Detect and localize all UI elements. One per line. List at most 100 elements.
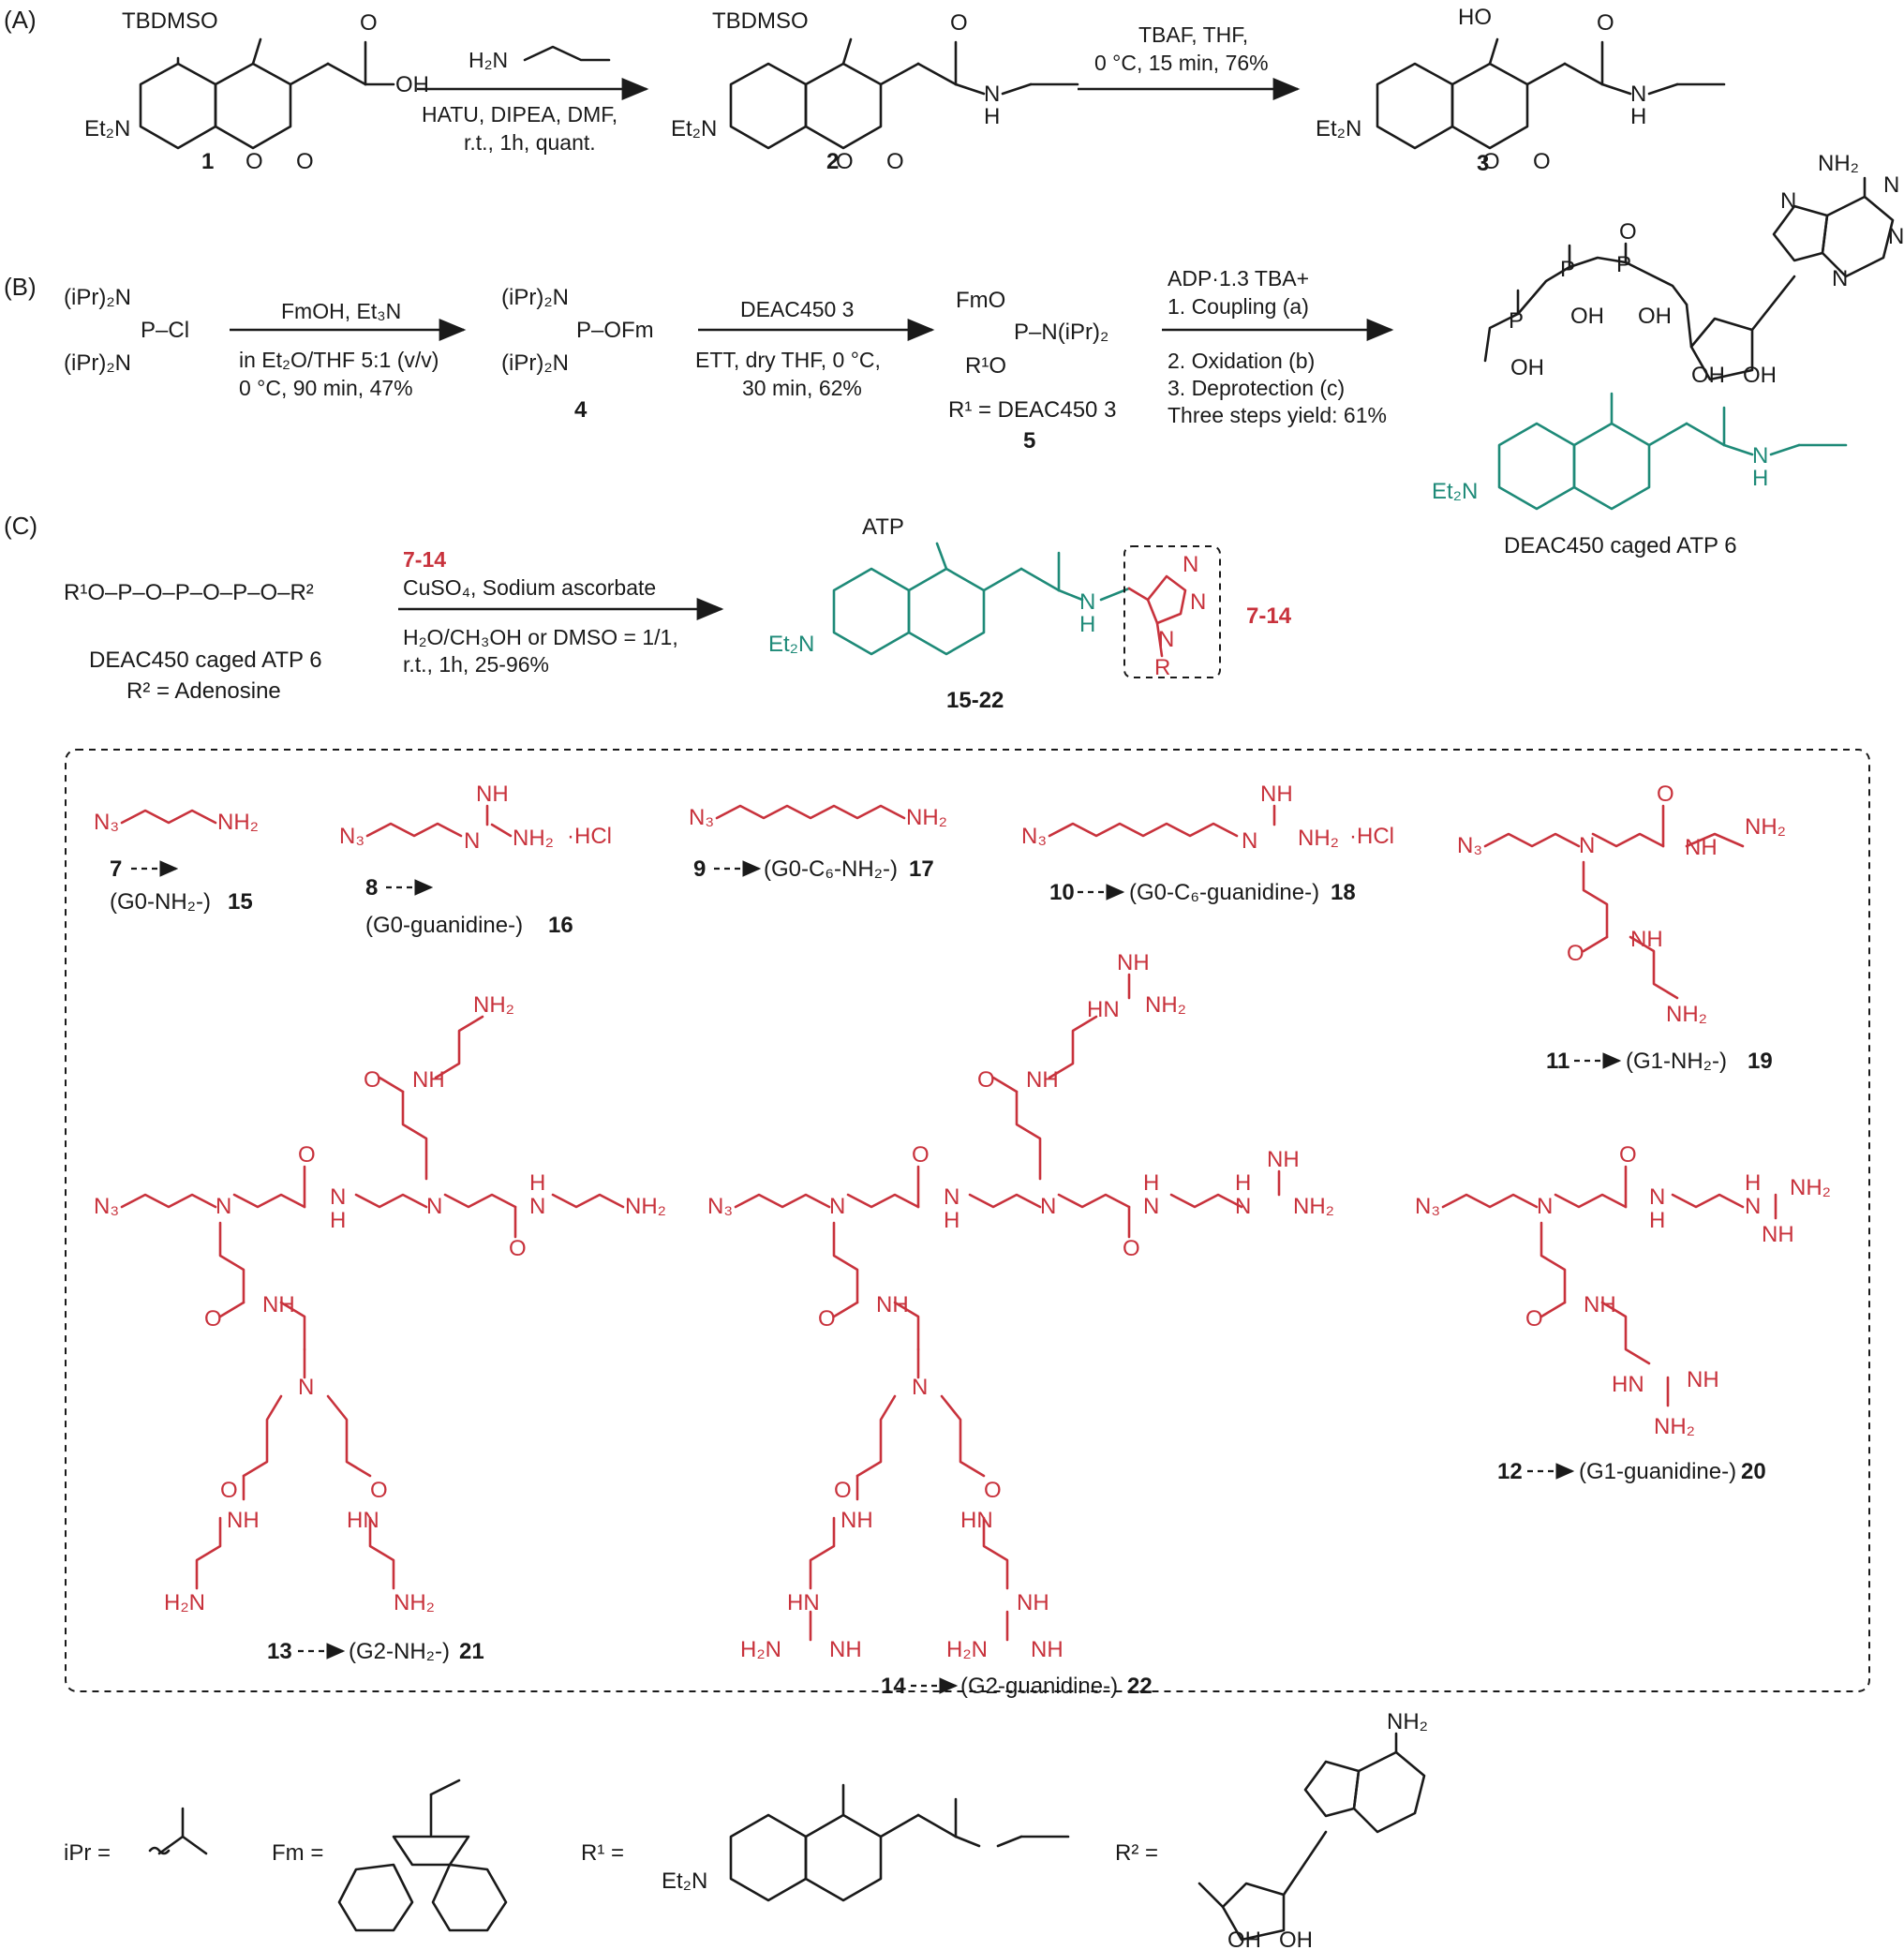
step-a1: H₂N HATU, DIPEA, DMF, r.t., 1h, quant.: [417, 45, 649, 155]
acid-o-label: O: [360, 10, 378, 36]
step-b3-l4: 3. Deprotection (c): [1168, 376, 1345, 400]
start-name: DEAC450 caged ATP 6: [89, 648, 322, 673]
atom-h2n: H₂N: [740, 1637, 781, 1662]
atom-nh: NH: [1267, 1147, 1300, 1172]
step-c: 7-14 CuSO₄, Sodium ascorbate H₂O/CH₃OH o…: [398, 547, 724, 677]
azide-box: [65, 749, 1870, 1692]
atom-n: N: [426, 1194, 442, 1219]
azide-9-label: (G0-C₆-NH₂-): [764, 856, 898, 882]
product-amide-h: H: [1079, 612, 1095, 637]
atom-nh: NH: [1685, 835, 1718, 860]
compound-1-id: 1: [201, 149, 214, 174]
step-a2-cond2: 0 °C, 15 min, 76%: [1094, 51, 1269, 75]
azide-8-id: 8: [365, 875, 378, 901]
atom-o: O: [984, 1478, 1002, 1503]
atom-nh2: NH₂: [1298, 826, 1339, 851]
azide-10: N₃ N NH NH₂ ·HCl 10 (G0-C₆-guanidine-) 1…: [1021, 781, 1394, 905]
caged-atp-start: R¹O–P–O–P–O–P–O–R² DEAC450 caged ATP 6 R…: [64, 580, 322, 704]
compound-3: HO O N H Et₂N O O 3: [1316, 5, 1726, 176]
legend-r2: R² =: [1115, 1840, 1158, 1866]
atom-n3: N₃: [1457, 833, 1482, 858]
atom-h: H: [1143, 1170, 1159, 1196]
atom-n: N: [298, 1375, 314, 1400]
atom-hcl: ·HCl: [567, 824, 612, 849]
atom-o: O: [912, 1142, 930, 1168]
compound-2: TBDMSO O N H Et₂N O O 2: [671, 8, 1079, 174]
ring-o-label: O: [1482, 149, 1500, 174]
atom-n: N: [1143, 1194, 1159, 1219]
ho-label: HO: [1458, 5, 1492, 30]
atom-nh: NH: [1762, 1222, 1794, 1247]
compound-4-id: 4: [574, 397, 588, 423]
azide-11-pid: 19: [1748, 1049, 1773, 1074]
azide-7-id: 7: [110, 856, 122, 882]
step-b1-cond2: 0 °C, 90 min, 47%: [239, 376, 413, 400]
azide-13-label: (G2-NH₂-): [349, 1639, 450, 1664]
step-a2: TBAF, THF, 0 °C, 15 min, 76%: [1078, 22, 1301, 100]
azide-10-label: (G0-C₆-guanidine-): [1129, 880, 1319, 905]
compound-6: NH₂ N N N N OH OH OH OH OH O P P P Et₂N …: [1432, 151, 1904, 558]
atom-n: N: [944, 1184, 959, 1210]
click-product: ATP Et₂N N H N N N R 7-14 15-22: [768, 514, 1292, 713]
step-a1-cond1: HATU, DIPEA, DMF,: [422, 102, 617, 127]
atom-nh2: NH₂: [1745, 814, 1786, 840]
legend-fm: Fm =: [272, 1840, 323, 1866]
atom-n: N: [216, 1194, 231, 1219]
c6-nh2: NH₂: [1818, 151, 1859, 176]
start-amine-1: (iPr)₂N: [64, 285, 131, 310]
azide-13: N₃ N O N H N O H N NH₂ O NH NH₂ O NH N O: [94, 992, 666, 1664]
azide-7-label: (G0-NH₂-): [110, 889, 211, 915]
product-amide-n: N: [1079, 589, 1095, 615]
azide-13-id: 13: [267, 1639, 292, 1664]
atom-n: N: [1235, 1194, 1251, 1219]
step-b3-l1: ADP·1.3 TBA+: [1168, 266, 1309, 290]
product-amine: Et₂N: [768, 632, 814, 657]
atom-o: O: [1525, 1306, 1543, 1332]
atom-nh2: NH₂: [394, 1590, 435, 1615]
azide-8: N₃ N NH NH₂ ·HCl 8 (G0-guanidine-) 16: [339, 781, 612, 938]
c6-oh4: OH: [1570, 304, 1604, 329]
atom-n3: N₃: [339, 824, 364, 849]
amide-h-label: H: [984, 104, 1000, 129]
ring-o-label: O: [245, 149, 263, 174]
atom-hn: HN: [787, 1590, 820, 1615]
azide-8-label: (G0-guanidine-): [365, 913, 523, 938]
triazole-n3: N: [1158, 627, 1174, 652]
azide-9-pid: 17: [909, 856, 934, 882]
step-c-reagent: 7-14: [403, 547, 446, 572]
atom-o: O: [1123, 1236, 1140, 1261]
atom-n: N: [1649, 1184, 1665, 1210]
atom-nh: NH: [476, 781, 509, 807]
compound-5: FmO P–N(iPr)₂ R¹O R¹ = DEAC450 3 5: [948, 288, 1116, 454]
atom-nh: NH: [1630, 927, 1663, 952]
atom-n3: N₃: [707, 1194, 733, 1219]
atom-nh2: NH₂: [1145, 992, 1186, 1018]
azide-8-pid: 16: [548, 913, 573, 938]
atom-n: N: [529, 1194, 545, 1219]
step-a2-cond1: TBAF, THF,: [1138, 22, 1248, 47]
atom-n: N: [912, 1375, 928, 1400]
atom-h: H: [1745, 1170, 1761, 1196]
tbdmso-label: TBDMSO: [712, 8, 809, 34]
c6-n1: N: [1883, 172, 1899, 198]
c6-p1: P: [1616, 252, 1631, 277]
c6-oh2: OH: [1743, 363, 1777, 388]
step-b1: FmOH, Et₃N in Et₂O/THF 5:1 (v/v) 0 °C, 9…: [230, 299, 467, 400]
triazole-n1: N: [1183, 552, 1198, 577]
atom-o: O: [364, 1067, 381, 1093]
panel-b-label: (B): [4, 273, 37, 301]
azide-14-label: (G2-guanidine-): [960, 1674, 1118, 1699]
azide-14: N₃ N O N H N O H N N H NH NH₂ O: [707, 950, 1334, 1699]
atom-nh: NH: [876, 1292, 909, 1317]
step-c-l3: r.t., 1h, 25-96%: [403, 652, 549, 677]
atom-o: O: [818, 1306, 836, 1332]
azide-10-pid: 18: [1331, 880, 1356, 905]
atom-o: O: [298, 1142, 316, 1168]
atom-o: O: [1657, 781, 1674, 807]
panel-a-label: (A): [4, 6, 37, 34]
amide-n-label: N: [1630, 82, 1646, 107]
carbonyl-o-label: O: [296, 149, 314, 174]
atom-nh2: NH₂: [906, 805, 947, 830]
azide-11-id: 11: [1546, 1049, 1569, 1074]
